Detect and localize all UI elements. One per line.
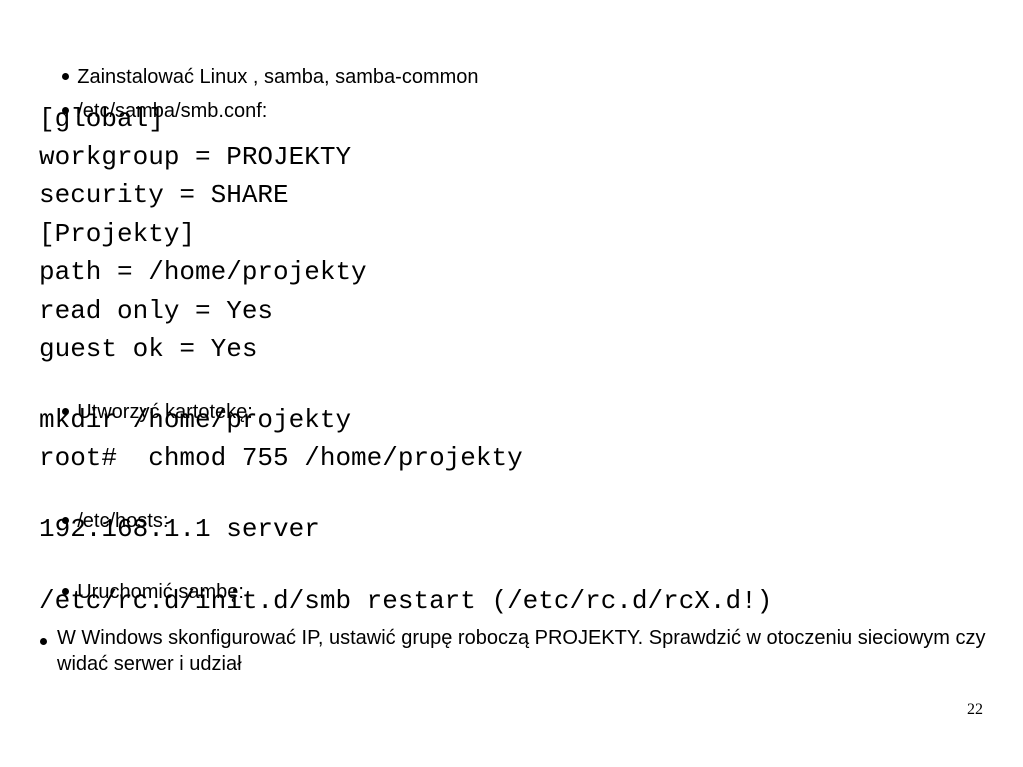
bullet-hosts: /etc/hosts:	[40, 482, 168, 560]
code-line: security = SHARE	[39, 180, 289, 210]
code-line: 192.168.1.1 server	[39, 514, 320, 544]
bullet-dot-icon	[62, 588, 70, 596]
bullet-smb-conf: /etc/samba/smb.conf:	[40, 72, 267, 150]
code-line: workgroup = PROJEKTY	[39, 142, 352, 172]
bullet-dot-icon	[62, 517, 70, 525]
bullet-hosts-text: /etc/hosts:	[77, 510, 169, 532]
page-number: 22	[967, 701, 983, 718]
code-line: [Projekty]	[39, 219, 196, 249]
code-line: path = /home/projekty	[39, 257, 367, 287]
bullet-dot-icon	[62, 107, 70, 115]
code-line: /etc/rc.d/init.d/smb restart (/etc/rc.d/…	[39, 586, 773, 616]
bullet-install-text: Zainstalować Linux , samba, samba-common	[77, 66, 479, 88]
bullet-mkdir: Utworzyć kartotekę:	[40, 373, 253, 451]
code-line: mkdir /home/projekty	[39, 405, 352, 435]
bullet-dot-icon	[62, 73, 70, 81]
bullet-dot-icon	[40, 638, 47, 645]
code-line: [global]	[39, 104, 164, 134]
bullet-dot-icon	[62, 408, 70, 416]
bullet-smb-conf-text: /etc/samba/smb.conf:	[77, 100, 268, 122]
bullet-restart: Uruchomić sambę:	[40, 553, 244, 631]
bullet-windows-text: W Windows skonfigurować IP, ustawić grup…	[57, 627, 986, 675]
bullet-mkdir-text: Utworzyć kartotekę:	[77, 401, 253, 423]
bullet-restart-text: Uruchomić sambę:	[77, 581, 244, 603]
code-line: root# chmod 755 /home/projekty	[39, 443, 523, 473]
bullet-install: Zainstalować Linux , samba, samba-common	[40, 38, 479, 116]
code-line: read only = Yes	[39, 296, 274, 326]
code-line: guest ok = Yes	[39, 334, 258, 364]
